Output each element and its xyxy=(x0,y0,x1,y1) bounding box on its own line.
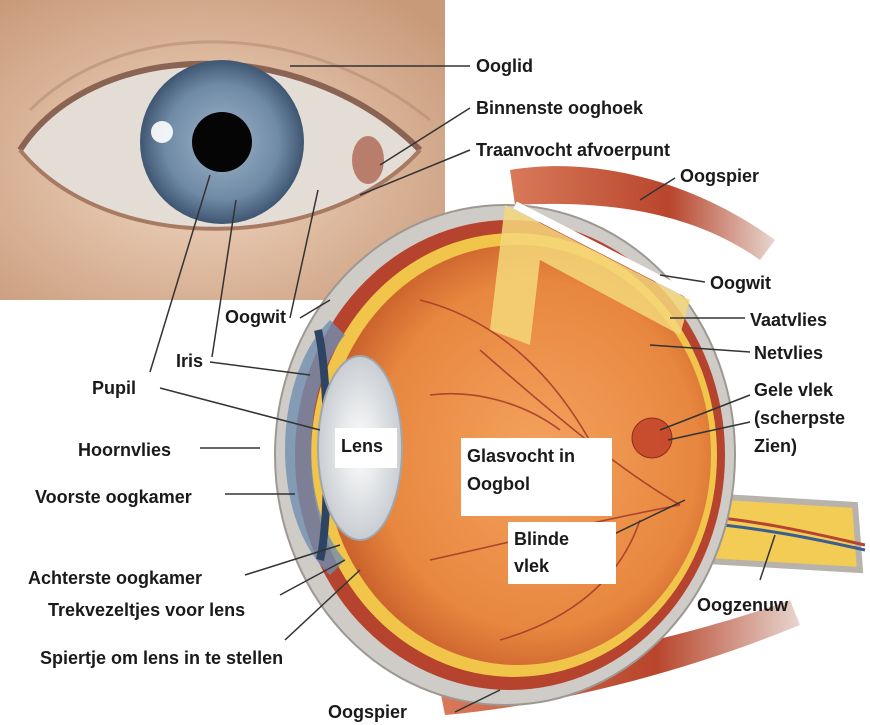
label-netvlies: Netvlies xyxy=(754,343,824,363)
pupil-photo xyxy=(192,112,252,172)
eye-muscle-top xyxy=(510,166,775,260)
inner-corner xyxy=(352,136,384,184)
external-eye-photo xyxy=(0,0,445,300)
label-vaatvlies: Vaatvlies xyxy=(750,310,828,330)
label-blinde-vlek-line2: vlek xyxy=(514,556,550,576)
label-voorste-oogkamer: Voorste oogkamer xyxy=(35,487,192,507)
leader-lines xyxy=(149,65,776,713)
label-oogwit-right: Oogwit xyxy=(710,273,771,293)
label-iris: Iris xyxy=(176,351,204,371)
label-glasvocht-box: Glasvocht in Oogbol xyxy=(461,438,612,516)
label-oogzenuw: Oogzenuw xyxy=(697,595,788,615)
label-achterste-oogkamer: Achterste oogkamer xyxy=(28,568,203,588)
label-hoornvlies: Hoornvlies xyxy=(78,440,172,460)
label-glasvocht-line1: Glasvocht in xyxy=(467,446,576,466)
label-lens: Lens xyxy=(341,436,384,456)
label-pupil: Pupil xyxy=(92,378,136,398)
label-ooglid: Ooglid xyxy=(476,56,533,76)
label-oogspier-bottom: Oogspier xyxy=(328,702,408,722)
macula xyxy=(631,417,673,459)
label-oogwit-left: Oogwit xyxy=(222,306,289,328)
label-oogspier-top: Oogspier xyxy=(680,166,760,186)
label-blinde-vlek-box: Blinde vlek xyxy=(508,522,616,584)
label-lens-box: Lens xyxy=(335,428,397,468)
label-traanvocht-afvoerpunt: Traanvocht afvoerpunt xyxy=(476,140,671,160)
label-gele-vlek-line3: Zien) xyxy=(754,436,797,456)
label-gele-vlek-line2: (scherpste xyxy=(754,408,846,428)
label-gele-vlek-line1: Gele vlek xyxy=(754,380,834,400)
label-spiertje: Spiertje om lens in te stellen xyxy=(40,648,284,668)
label-trekvezeltjes: Trekvezeltjes voor lens xyxy=(48,600,246,620)
label-blinde-vlek-line1: Blinde xyxy=(514,529,570,549)
cornea-section xyxy=(285,320,345,575)
label-binnenste-ooghoek: Binnenste ooghoek xyxy=(476,98,644,118)
label-glasvocht-line2: Oogbol xyxy=(467,474,530,494)
